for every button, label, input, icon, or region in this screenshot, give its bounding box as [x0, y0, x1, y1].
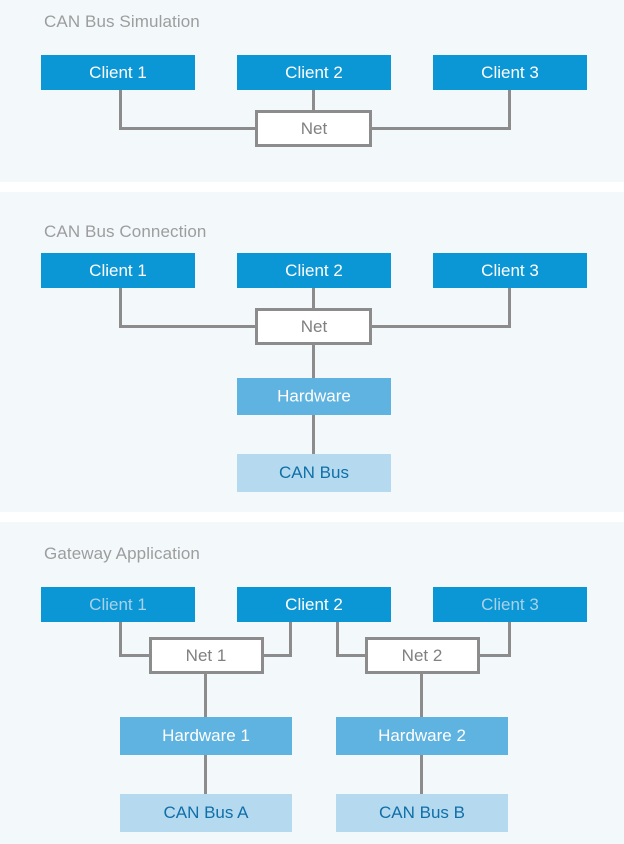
hardware-label: Hardware [277, 386, 351, 405]
hardware-1-label: Hardware 1 [162, 726, 250, 745]
connector-client1-net [119, 288, 256, 328]
net-box[interactable] [255, 110, 372, 147]
node-net[interactable]: Net [255, 308, 372, 345]
client-1-box[interactable] [41, 587, 195, 622]
hardware-box[interactable] [237, 378, 391, 415]
net-1-box[interactable] [149, 637, 264, 674]
node-client-3[interactable]: Client 3 [433, 55, 587, 90]
hardware-1-box[interactable] [120, 717, 292, 755]
net-label: Net [301, 119, 328, 138]
client-3-box[interactable] [433, 55, 587, 90]
node-client-2[interactable]: Client 2 [237, 253, 391, 288]
client-2-label: Client 2 [285, 595, 343, 614]
panel-title-gateway: Gateway Application [44, 544, 200, 563]
client-2-label: Client 2 [285, 261, 343, 280]
panel-divider-1 [0, 182, 624, 192]
connector-client2-net2 [336, 622, 366, 657]
can-bus-label: CAN Bus [279, 463, 349, 482]
connector-lines-connection [119, 288, 511, 454]
node-client-3[interactable]: Client 3 [433, 253, 587, 288]
connector-client3-net2 [478, 622, 511, 657]
client-2-box[interactable] [237, 253, 391, 288]
client-1-label: Client 1 [89, 595, 147, 614]
client-2-box[interactable] [237, 587, 391, 622]
client-2-box[interactable] [237, 55, 391, 90]
client-1-label: Client 1 [89, 261, 147, 280]
node-client-1[interactable]: Client 1 [41, 55, 195, 90]
net-label: Net [301, 317, 328, 336]
client-3-label: Client 3 [481, 261, 539, 280]
connector-client1-net [119, 90, 256, 130]
node-net-2[interactable]: Net 2 [365, 637, 480, 674]
panel-title-simulation: CAN Bus Simulation [44, 12, 200, 31]
node-client-2[interactable]: Client 2 [237, 55, 391, 90]
node-client-1[interactable]: Client 1 [41, 587, 195, 622]
net-2-box[interactable] [365, 637, 480, 674]
connector-client2-net1 [262, 622, 292, 657]
connector-client3-net [370, 288, 511, 328]
can-bus-b-box[interactable] [336, 794, 508, 832]
panel-gateway-application: Gateway Application [0, 522, 624, 844]
panel-can-bus-simulation: CAN Bus Simulation Client 1 Client 2 C [0, 0, 624, 182]
can-bus-b-label: CAN Bus B [379, 803, 465, 822]
connector-lines-gateway [119, 622, 511, 794]
client-3-box[interactable] [433, 587, 587, 622]
net-1-label: Net 1 [186, 646, 227, 665]
client-3-label: Client 3 [481, 595, 539, 614]
connector-client1-net1 [119, 622, 150, 657]
node-hardware[interactable]: Hardware [237, 378, 391, 415]
client-1-box[interactable] [41, 253, 195, 288]
client-1-label: Client 1 [89, 63, 147, 82]
can-bus-a-label: CAN Bus A [163, 803, 249, 822]
net-box[interactable] [255, 308, 372, 345]
panel-can-bus-connection: CAN Bus Connection Client 1 Client 2 [0, 192, 624, 512]
node-client-2[interactable]: Client 2 [237, 587, 391, 622]
panel-title-connection: CAN Bus Connection [44, 222, 207, 241]
node-can-bus[interactable]: CAN Bus [237, 454, 391, 492]
client-3-box[interactable] [433, 253, 587, 288]
client-2-label: Client 2 [285, 63, 343, 82]
client-3-label: Client 3 [481, 63, 539, 82]
hardware-2-box[interactable] [336, 717, 508, 755]
diagram-gateway-application: Client 1 Client 2 Client 3 Net 1 Net 2 [41, 587, 587, 832]
connector-lines-simulation [119, 90, 511, 130]
client-1-box[interactable] [41, 55, 195, 90]
node-hardware-1[interactable]: Hardware 1 [120, 717, 292, 755]
node-net-1[interactable]: Net 1 [149, 637, 264, 674]
node-client-1[interactable]: Client 1 [41, 253, 195, 288]
node-hardware-2[interactable]: Hardware 2 [336, 717, 508, 755]
can-bus-box[interactable] [237, 454, 391, 492]
node-net[interactable]: Net [255, 110, 372, 147]
node-client-3[interactable]: Client 3 [433, 587, 587, 622]
diagram-can-bus-connection: Client 1 Client 2 Client 3 Net Hardware [41, 253, 587, 492]
panel-divider-2 [0, 512, 624, 522]
diagram-can-bus-simulation: Client 1 Client 2 Client 3 Net [41, 55, 587, 147]
can-bus-a-box[interactable] [120, 794, 292, 832]
hardware-2-label: Hardware 2 [378, 726, 466, 745]
connector-client3-net [370, 90, 511, 130]
node-can-bus-a[interactable]: CAN Bus A [120, 794, 292, 832]
node-can-bus-b[interactable]: CAN Bus B [336, 794, 508, 832]
net-2-label: Net 2 [402, 646, 443, 665]
